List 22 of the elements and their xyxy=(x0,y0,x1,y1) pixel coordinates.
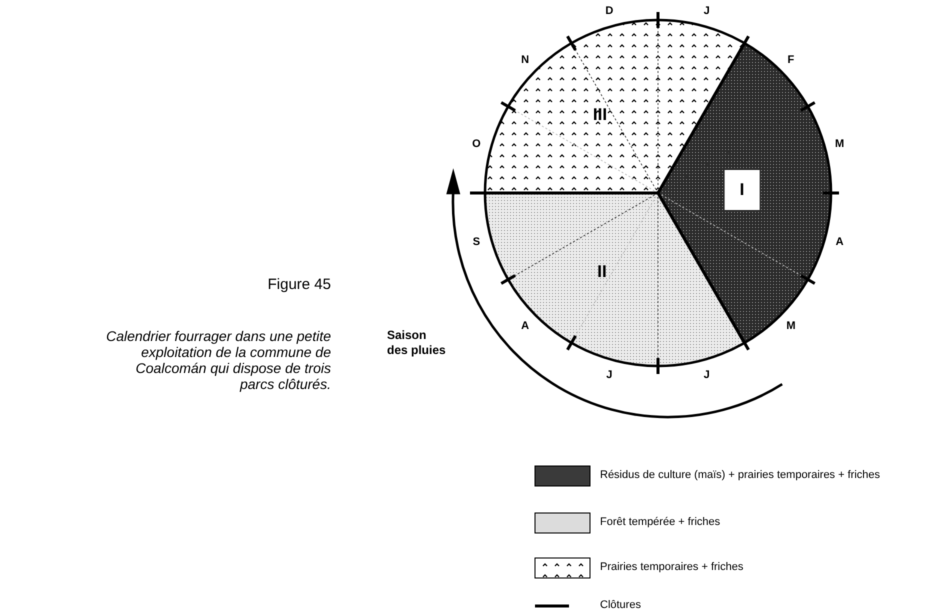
month-label: F xyxy=(788,54,794,66)
legend-label: Résidus de culture (maïs) + prairies temporaires + friches xyxy=(600,469,880,481)
season-label: Saison des pluies xyxy=(387,328,447,358)
month-label: M xyxy=(835,138,844,150)
sector-label: I xyxy=(724,170,760,210)
month-label: M xyxy=(786,320,796,332)
figure-caption: Calendrier fourrager dans une petite exploitation de la commune de Coalcomán qui dispose de trois parcs clôturés. xyxy=(106,328,331,392)
month-label: O xyxy=(472,138,481,150)
month-label: D xyxy=(605,5,614,18)
sector-label: II xyxy=(597,262,607,282)
legend-label: Prairies temporaires + friches xyxy=(600,561,744,573)
month-label: J xyxy=(606,368,612,381)
legend-label: Clôtures xyxy=(600,599,641,611)
figure-title: Figure 45 xyxy=(268,276,331,293)
month-label: J xyxy=(704,5,710,18)
sector-label: III xyxy=(592,105,608,125)
month-label: J xyxy=(704,368,710,381)
legend-label: Forêt tempérée + friches xyxy=(600,516,720,528)
month-label: A xyxy=(521,320,530,332)
month-label: S xyxy=(472,236,480,248)
month-label: A xyxy=(836,236,844,248)
month-label: N xyxy=(521,54,530,66)
